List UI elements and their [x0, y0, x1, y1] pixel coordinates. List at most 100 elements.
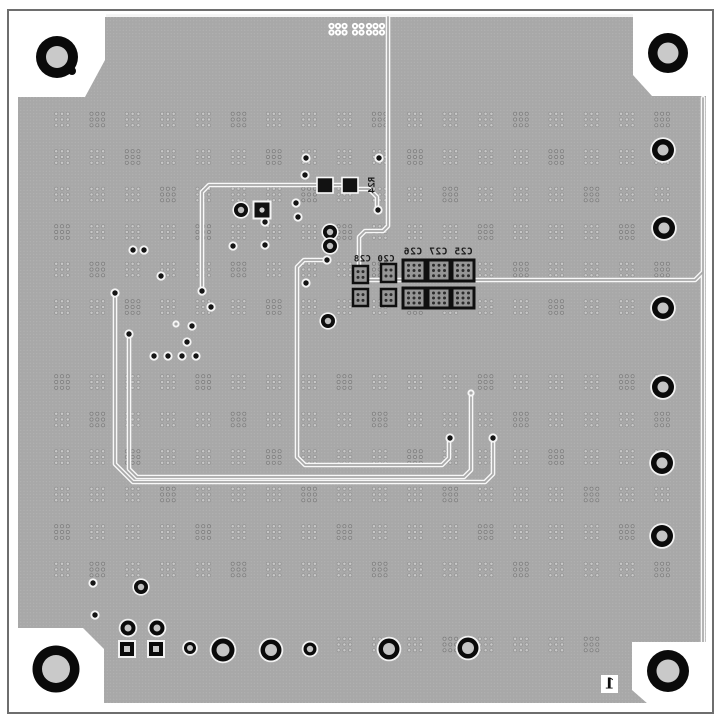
via-cluster — [654, 486, 670, 503]
via-cluster — [160, 111, 176, 128]
via-cluster — [195, 561, 211, 578]
via-cluster — [54, 561, 70, 578]
via — [149, 351, 159, 361]
via-cluster — [583, 561, 600, 578]
hole-bore — [656, 659, 680, 683]
via-cluster — [654, 411, 670, 428]
via-cluster — [371, 411, 388, 428]
via-cluster — [513, 561, 529, 578]
via-cluster — [160, 561, 176, 578]
via-cluster — [160, 411, 176, 428]
capacitor-pad — [379, 262, 398, 284]
via-cluster — [513, 524, 529, 540]
via-cluster — [407, 524, 423, 540]
via-cluster — [230, 561, 247, 578]
via-cluster — [513, 299, 529, 315]
copper-plane — [18, 17, 706, 703]
via-cluster — [442, 411, 459, 428]
via-cluster — [477, 411, 494, 428]
via-cluster — [54, 449, 70, 465]
via-cluster — [124, 261, 141, 278]
via-cluster — [407, 449, 423, 465]
via-cluster — [160, 224, 176, 240]
square-hole-pad — [147, 640, 165, 658]
via-cluster — [301, 374, 317, 390]
image-frame — [7, 9, 714, 714]
via-cluster — [336, 111, 353, 128]
via-cluster — [336, 411, 353, 428]
plated-hole — [301, 640, 319, 658]
via-cluster — [54, 111, 70, 128]
square-pad — [252, 200, 272, 220]
mounting-hole-bottom-right — [647, 650, 689, 692]
plated-hole — [455, 635, 481, 661]
via — [301, 153, 311, 163]
via-cluster — [266, 561, 282, 578]
via-cluster — [124, 486, 141, 503]
stitch-via — [341, 29, 348, 36]
stitch-via — [358, 22, 365, 30]
stitch-via — [372, 29, 379, 36]
via-cluster — [301, 524, 317, 540]
via-ring — [321, 223, 339, 241]
via — [293, 212, 303, 222]
via-cluster — [583, 149, 600, 165]
via-cluster — [230, 411, 247, 428]
via-cluster — [336, 261, 353, 278]
via-cluster — [548, 149, 564, 165]
via-ring — [319, 312, 337, 330]
via-cluster — [266, 411, 282, 428]
via-cluster — [619, 149, 635, 165]
plated-hole — [376, 636, 402, 662]
plated-hole — [147, 618, 167, 638]
via — [88, 578, 98, 588]
via-cluster — [195, 149, 211, 165]
via-cluster — [619, 486, 635, 503]
via-cluster — [89, 261, 106, 278]
via-cluster — [371, 374, 388, 390]
trace-top-feed — [358, 16, 704, 281]
via-cluster — [407, 486, 423, 503]
via-cluster — [301, 486, 317, 503]
plated-hole — [649, 450, 675, 476]
via — [260, 217, 270, 227]
via-cluster — [266, 449, 282, 465]
trace-r24-stub — [350, 188, 378, 209]
via-cluster — [477, 374, 494, 390]
via-cluster — [89, 186, 106, 203]
via — [228, 241, 238, 251]
via-cluster — [54, 486, 70, 503]
via-cluster — [54, 524, 70, 540]
via-cluster — [266, 299, 282, 315]
via-cluster — [336, 524, 353, 540]
via-cluster — [442, 486, 459, 503]
via-cluster — [54, 261, 70, 278]
via-cluster — [583, 261, 600, 278]
via-cluster — [301, 561, 317, 578]
via — [300, 170, 310, 180]
via-cluster — [407, 186, 423, 203]
stitch-via — [365, 29, 373, 36]
via — [182, 337, 192, 347]
via — [124, 329, 134, 339]
via-cluster — [195, 374, 211, 390]
via-cluster — [548, 299, 564, 315]
via-cluster — [619, 224, 635, 240]
via-cluster — [548, 374, 564, 390]
via-cluster — [89, 524, 106, 540]
via-cluster — [407, 411, 423, 428]
via-cluster — [513, 186, 529, 203]
via-cluster — [230, 149, 247, 165]
via-cluster — [371, 486, 388, 503]
trace-r24 — [201, 184, 353, 290]
stitch-via — [334, 29, 342, 36]
trace-loop-inner — [296, 259, 450, 466]
via-cluster — [442, 111, 459, 128]
via-cluster — [407, 224, 423, 240]
via — [488, 433, 498, 443]
plated-hole — [118, 618, 138, 638]
layer-number-marker: 1 — [601, 675, 618, 693]
via-cluster — [266, 224, 282, 240]
via-cluster — [619, 411, 635, 428]
via-cluster — [301, 299, 317, 315]
